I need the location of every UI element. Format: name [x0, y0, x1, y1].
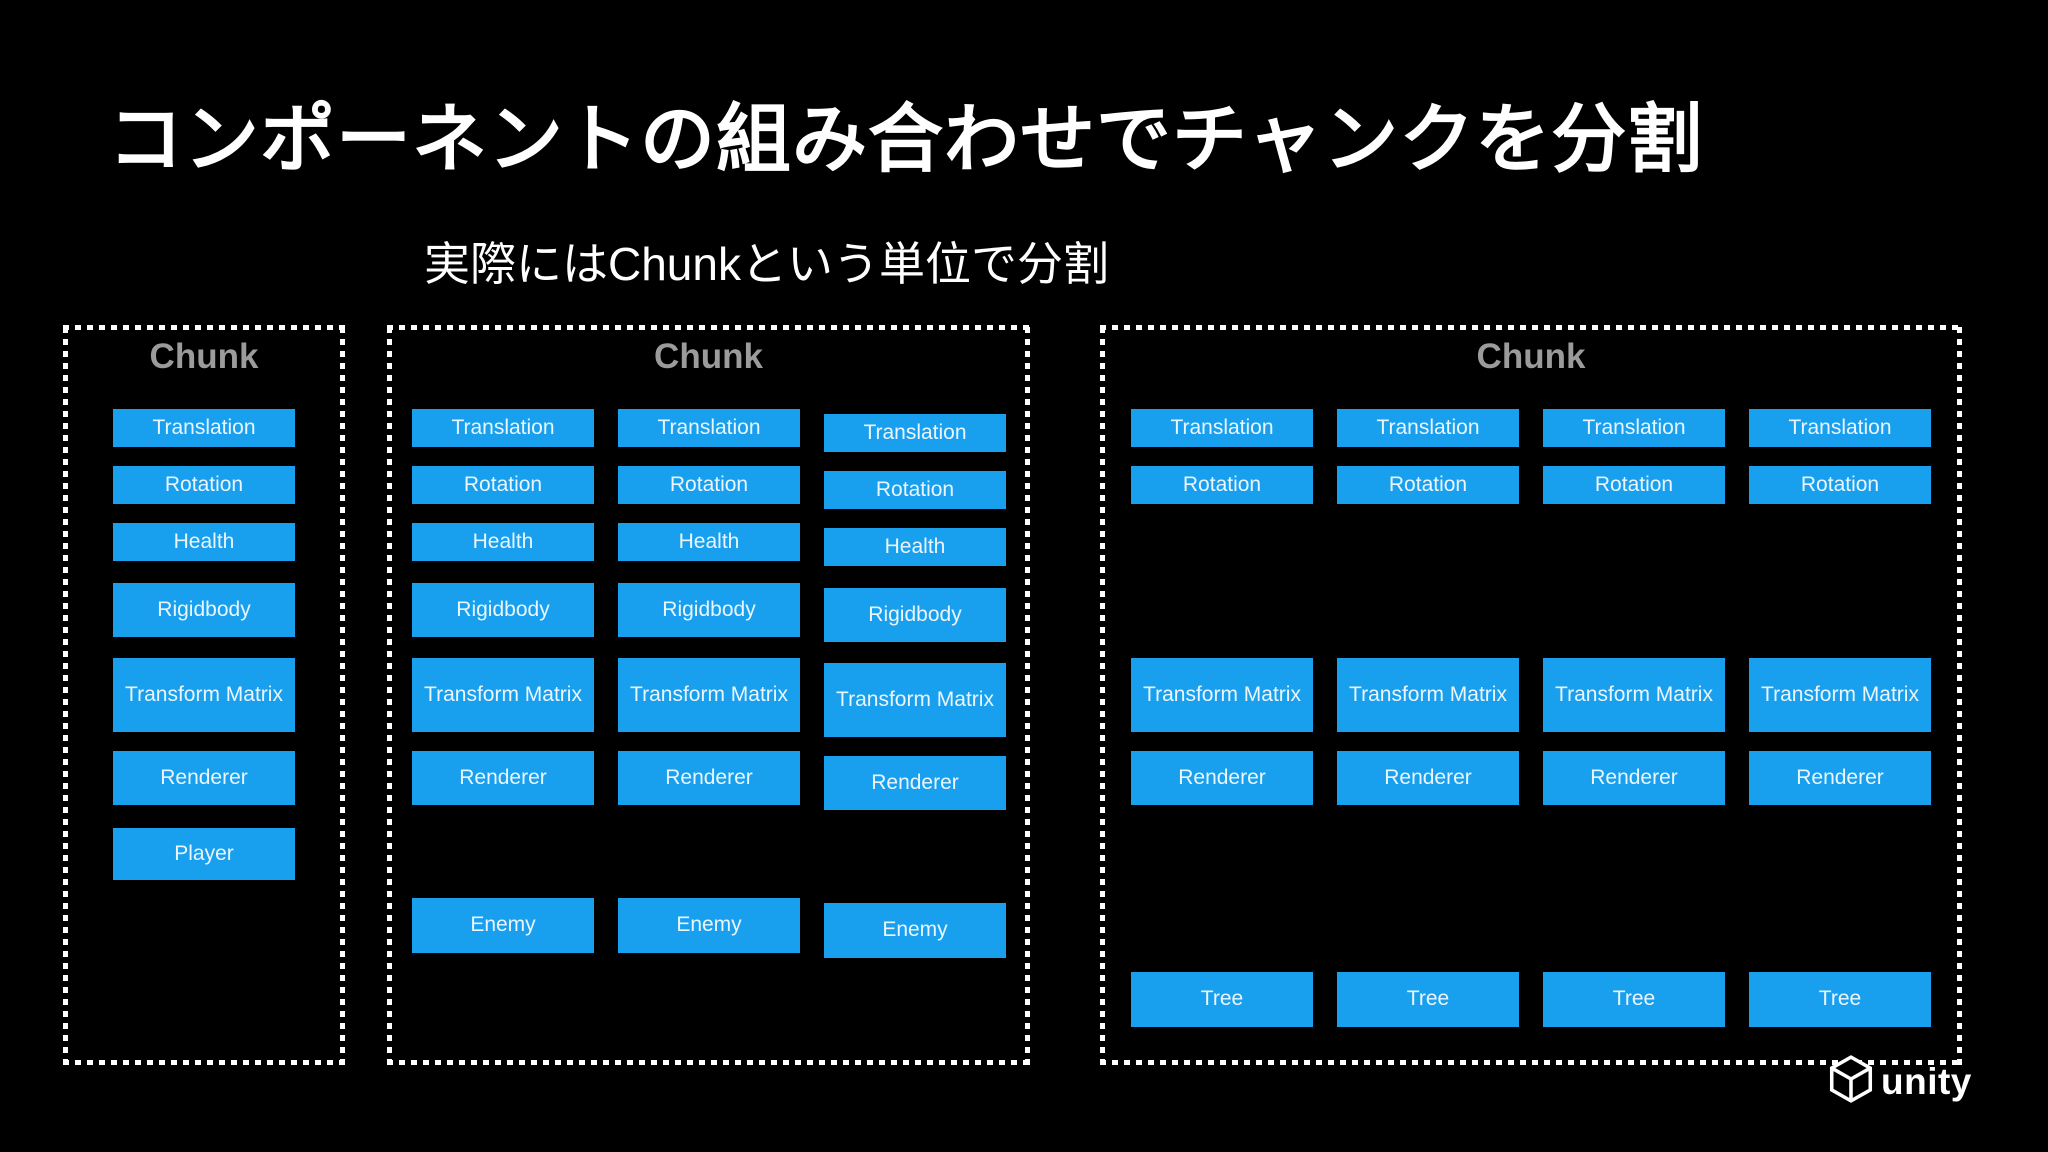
component-box-rotation: Rotation — [412, 466, 594, 504]
component-box-translation: Translation — [1543, 409, 1725, 447]
component-box-rigidbody: Rigidbody — [618, 583, 800, 637]
slide-subtitle: 実際にはChunkという単位で分割 — [424, 238, 1109, 290]
component-box-renderer: Renderer — [618, 751, 800, 805]
component-box-rotation: Rotation — [1749, 466, 1931, 504]
component-box-health: Health — [618, 523, 800, 561]
component-box-renderer: Renderer — [1131, 751, 1313, 805]
component-box-player: Player — [113, 828, 295, 880]
component-box-transform-matrix: Transform Matrix — [1543, 658, 1725, 732]
component-box-renderer: Renderer — [824, 756, 1006, 810]
component-box-rotation: Rotation — [113, 466, 295, 504]
component-box-translation: Translation — [113, 409, 295, 447]
slide-title: コンポーネントの組み合わせでチャンクを分割 — [108, 97, 1704, 181]
component-box-translation: Translation — [1131, 409, 1313, 447]
component-box-translation: Translation — [1337, 409, 1519, 447]
component-box-transform-matrix: Transform Matrix — [1337, 658, 1519, 732]
component-box-health: Health — [824, 528, 1006, 566]
component-box-rotation: Rotation — [618, 466, 800, 504]
unity-logo: unity — [1826, 1054, 1972, 1109]
component-box-rigidbody: Rigidbody — [113, 583, 295, 637]
component-box-enemy: Enemy — [412, 898, 594, 953]
component-box-transform-matrix: Transform Matrix — [113, 658, 295, 732]
component-box-translation: Translation — [1749, 409, 1931, 447]
component-box-transform-matrix: Transform Matrix — [412, 658, 594, 732]
component-box-enemy: Enemy — [618, 898, 800, 953]
component-box-tree: Tree — [1337, 972, 1519, 1027]
chunk-label: Chunk — [1476, 337, 1586, 376]
component-box-rigidbody: Rigidbody — [412, 583, 594, 637]
component-box-transform-matrix: Transform Matrix — [1131, 658, 1313, 732]
component-box-translation: Translation — [618, 409, 800, 447]
component-box-rotation: Rotation — [1131, 466, 1313, 504]
chunk-label: Chunk — [149, 337, 259, 376]
component-box-rotation: Rotation — [1543, 466, 1725, 504]
component-box-health: Health — [113, 523, 295, 561]
component-box-translation: Translation — [824, 414, 1006, 452]
component-box-enemy: Enemy — [824, 903, 1006, 958]
component-box-tree: Tree — [1543, 972, 1725, 1027]
component-box-tree: Tree — [1749, 972, 1931, 1027]
component-box-rigidbody: Rigidbody — [824, 588, 1006, 642]
component-box-transform-matrix: Transform Matrix — [1749, 658, 1931, 732]
component-box-renderer: Renderer — [412, 751, 594, 805]
component-box-renderer: Renderer — [1337, 751, 1519, 805]
component-box-rotation: Rotation — [824, 471, 1006, 509]
unity-cube-icon — [1826, 1054, 1876, 1109]
chunk-label: Chunk — [654, 337, 763, 376]
component-box-transform-matrix: Transform Matrix — [618, 658, 800, 732]
component-box-renderer: Renderer — [1543, 751, 1725, 805]
component-box-health: Health — [412, 523, 594, 561]
unity-wordmark: unity — [1881, 1061, 1972, 1102]
component-box-transform-matrix: Transform Matrix — [824, 663, 1006, 737]
component-box-renderer: Renderer — [1749, 751, 1931, 805]
component-box-tree: Tree — [1131, 972, 1313, 1027]
component-box-renderer: Renderer — [113, 751, 295, 805]
component-box-rotation: Rotation — [1337, 466, 1519, 504]
component-box-translation: Translation — [412, 409, 594, 447]
